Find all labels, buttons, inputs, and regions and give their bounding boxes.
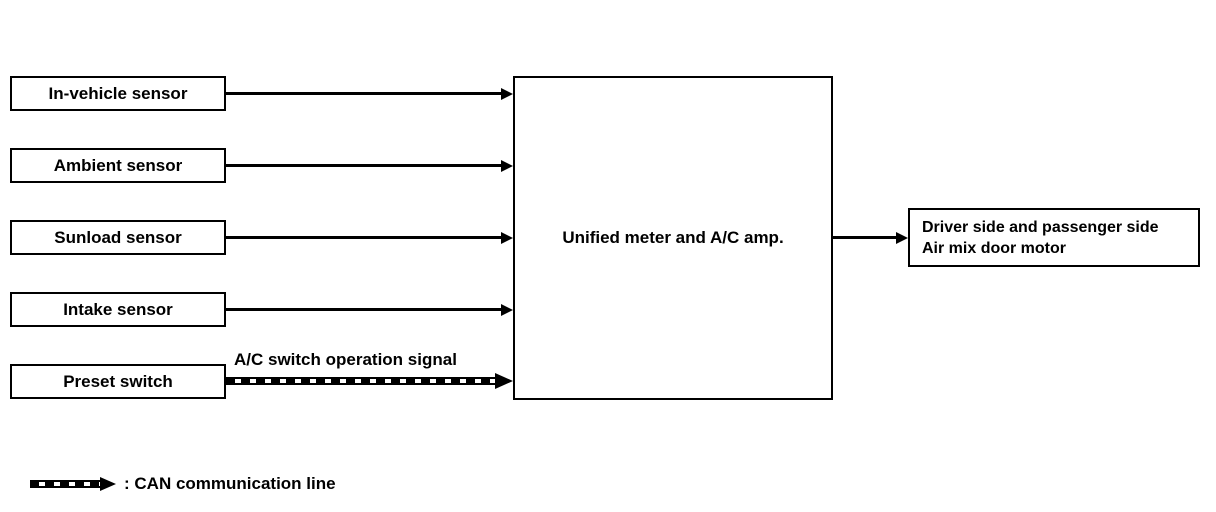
- can-signal-label: A/C switch operation signal: [234, 350, 457, 369]
- node-ambient-sensor: Ambient sensor: [10, 148, 226, 183]
- node-label: Unified meter and A/C amp.: [562, 228, 784, 247]
- node-label-line1: Driver side and passenger side: [922, 218, 1159, 236]
- node-unified-meter-ac-amp: Unified meter and A/C amp.: [513, 76, 833, 400]
- node-label: Ambient sensor: [53, 155, 183, 175]
- node-in-vehicle-sensor: In-vehicle sensor: [10, 76, 226, 111]
- node-sunload-sensor: Sunload sensor: [10, 220, 226, 255]
- can-arrowhead-icon: [495, 373, 513, 389]
- node-label: In-vehicle sensor: [48, 83, 188, 103]
- legend-label: : CAN communication line: [124, 474, 336, 493]
- legend: : CAN communication line: [30, 470, 450, 498]
- arrow-line-ambient-to-amp: [226, 164, 503, 167]
- legend-can-arrowhead-icon: [100, 477, 116, 491]
- arrowhead-icon: [501, 87, 513, 100]
- node-label: Preset switch: [63, 371, 173, 391]
- arrowhead-icon: [501, 231, 513, 244]
- node-label-line2: Air mix door motor: [922, 239, 1067, 257]
- arrowhead-icon: [896, 231, 908, 244]
- arrow-line-intake-to-amp: [226, 308, 503, 311]
- node-air-mix-door-motor: Driver side and passenger side Air mix d…: [908, 208, 1200, 267]
- arrow-line-sunload-to-amp: [226, 236, 503, 239]
- arrow-line-in-vehicle-to-amp: [226, 92, 503, 95]
- node-intake-sensor: Intake sensor: [10, 292, 226, 327]
- node-label: Sunload sensor: [54, 227, 182, 247]
- legend-can-line-sample: [30, 480, 100, 488]
- arrow-line-amp-to-door-motor: [833, 236, 898, 239]
- node-preset-switch: Preset switch: [10, 364, 226, 399]
- arrowhead-icon: [501, 159, 513, 172]
- arrowhead-icon: [501, 303, 513, 316]
- node-label: Intake sensor: [63, 299, 173, 319]
- can-line-preset-to-amp: [226, 377, 497, 385]
